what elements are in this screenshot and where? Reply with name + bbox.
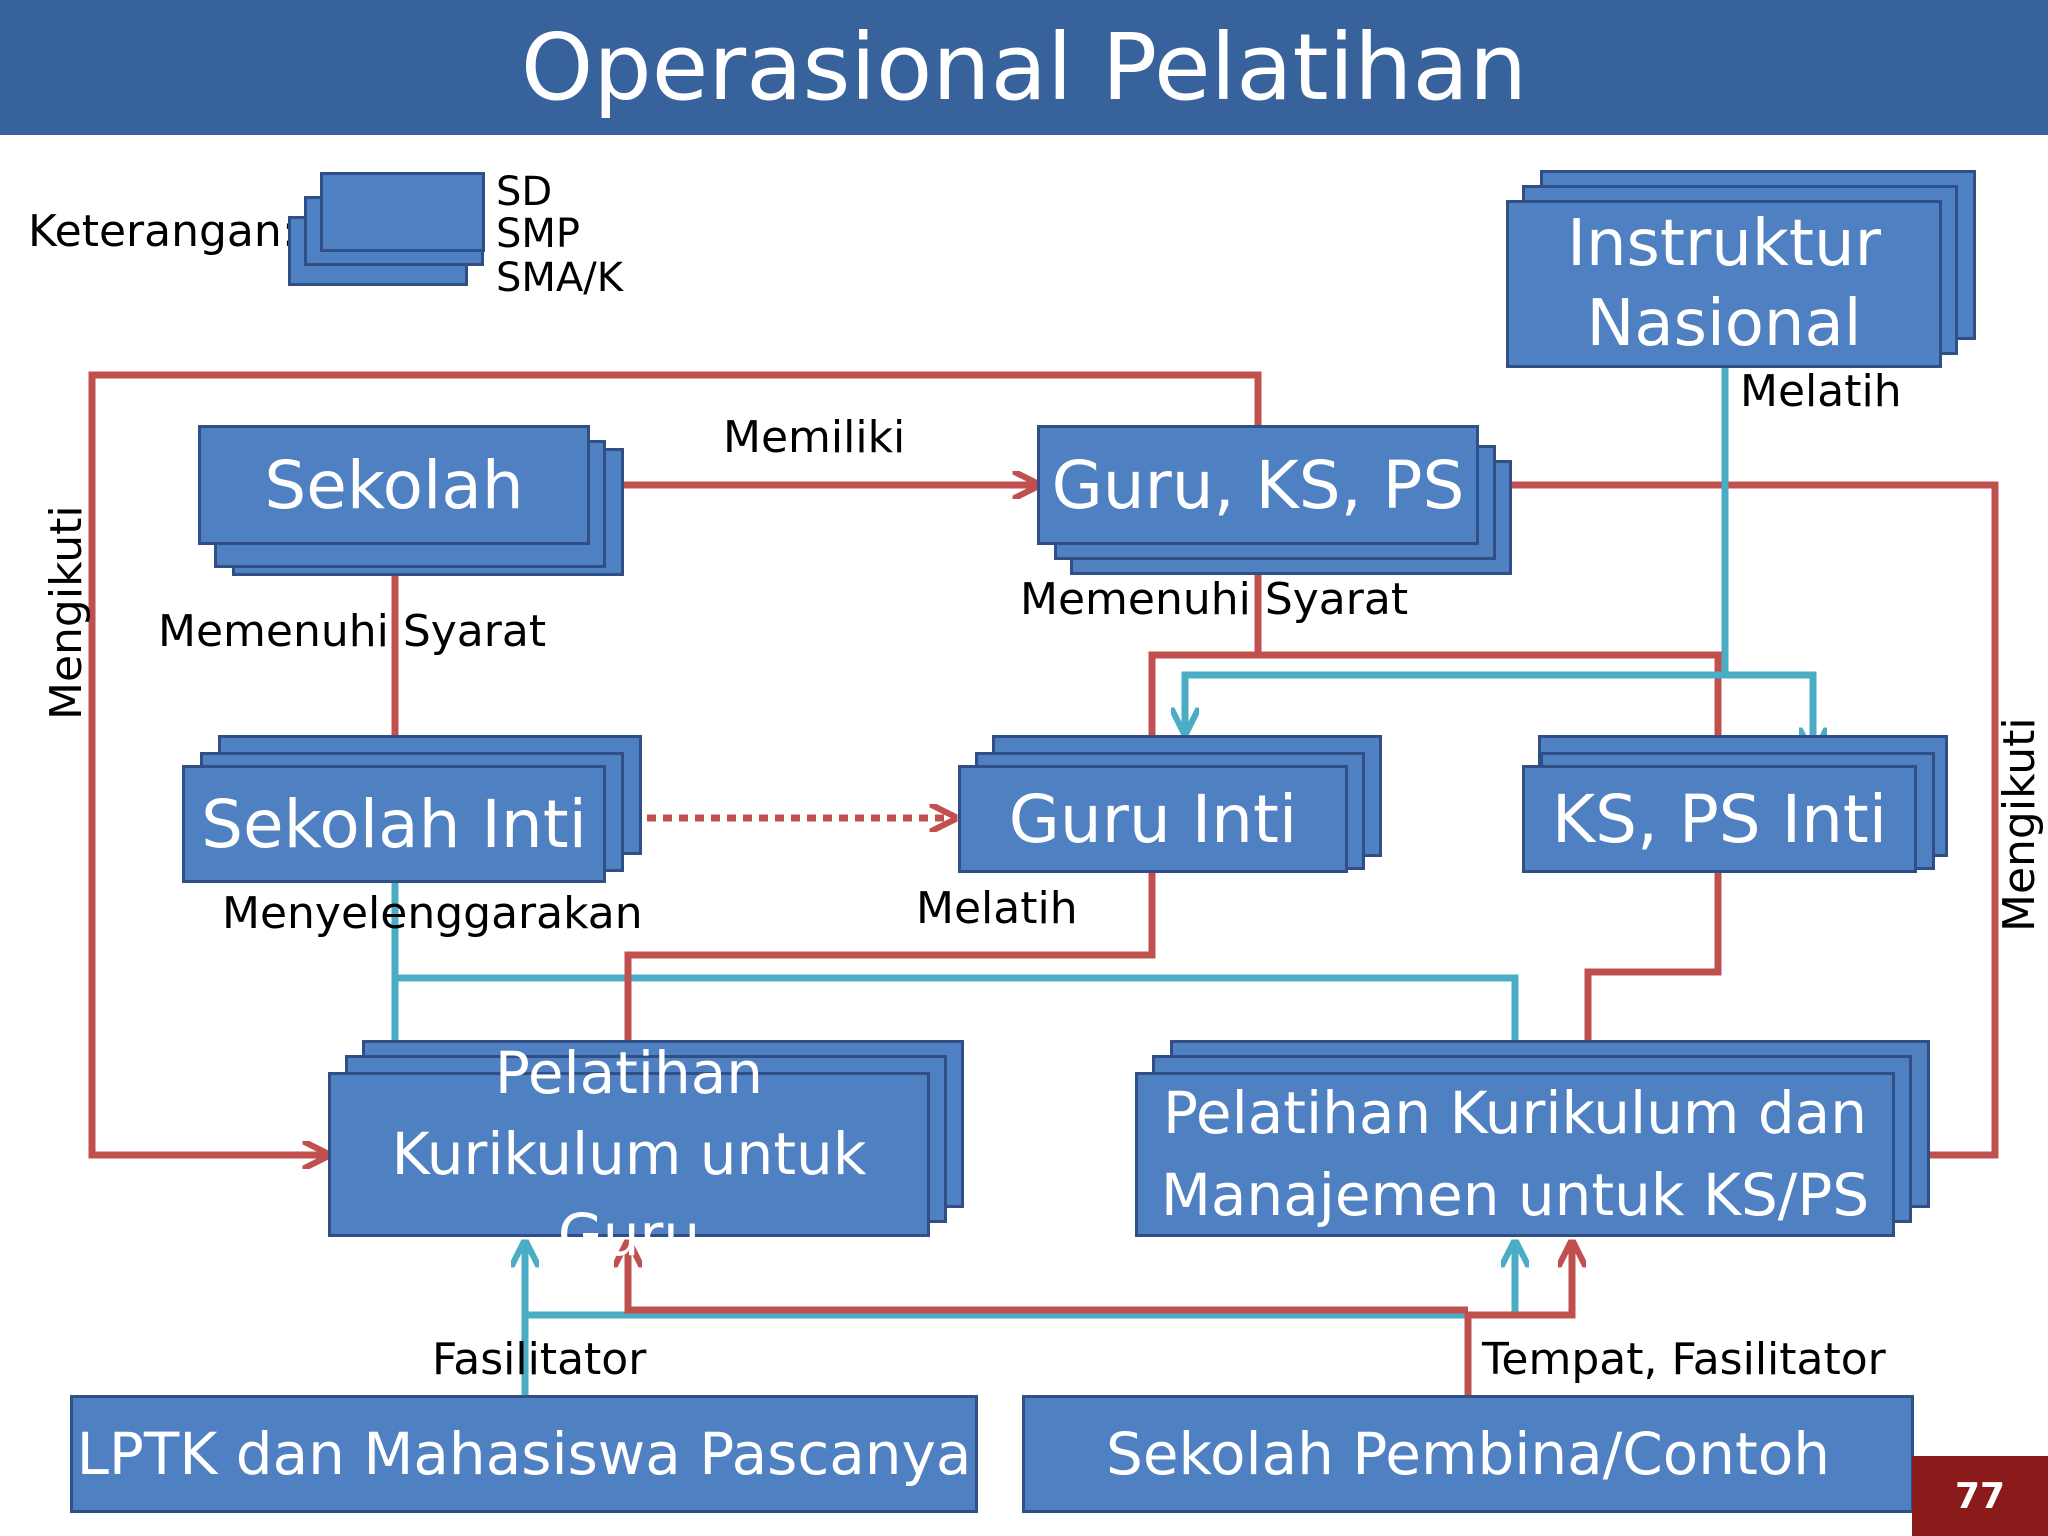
box-ks-ps-inti: KS, PS Inti bbox=[1522, 765, 1917, 873]
box-pelatihan-ksps: Pelatihan Kurikulum dan Manajemen untuk … bbox=[1135, 1072, 1895, 1237]
box-sekolah-pembina: Sekolah Pembina/Contoh bbox=[1022, 1395, 1914, 1513]
box-sekolah-label: Sekolah bbox=[264, 446, 524, 524]
box-sekolah-pembina-label: Sekolah Pembina/Contoh bbox=[1106, 1420, 1830, 1488]
arrow-instruktur-melatih-ksps bbox=[1725, 671, 1813, 750]
box-pelatihan-guru: Pelatihan Kurikulum untuk Guru bbox=[328, 1039, 930, 1269]
arrow-instruktur-melatih-guru bbox=[1185, 368, 1729, 730]
page-title: Operasional Pelatihan bbox=[520, 14, 1528, 121]
arrow-pembina-guru bbox=[628, 1245, 1468, 1314]
box-sekolah-inti: Sekolah Inti bbox=[182, 765, 606, 883]
arrow-mengikuti-right bbox=[1475, 481, 1999, 1155]
box-guru-inti: Guru Inti bbox=[958, 765, 1348, 873]
box-instruktur-label: Instruktur Nasional bbox=[1567, 207, 1881, 361]
label-mengikuti-right: Mengikuti bbox=[1994, 717, 2045, 932]
title-bar bbox=[0, 0, 2048, 135]
arrow-mengikuti-left bbox=[88, 371, 1262, 1155]
box-guru-ks-ps: Guru, KS, PS bbox=[1037, 425, 1479, 545]
legend-item-sd: SD bbox=[496, 169, 553, 215]
arrow-pembina-ksps bbox=[1464, 1245, 1572, 1395]
legend-box-1 bbox=[320, 172, 485, 252]
label-memenuhi-syarat-2: Memenuhi Syarat bbox=[1020, 574, 1409, 625]
box-guru-inti-label: Guru Inti bbox=[1008, 780, 1298, 858]
box-sekolah-inti-label: Sekolah Inti bbox=[201, 785, 587, 863]
box-instruktur-nasional: Instruktur Nasional bbox=[1506, 200, 1942, 368]
label-memenuhi-syarat-1: Memenuhi Syarat bbox=[158, 606, 547, 657]
label-tempat-fasilitator: Tempat, Fasilitator bbox=[1482, 1334, 1886, 1385]
box-sekolah: Sekolah bbox=[198, 425, 590, 545]
legend-label: Keterangan: bbox=[28, 206, 297, 257]
legend-item-smp: SMP bbox=[496, 211, 581, 257]
box-ks-ps-inti-label: KS, PS Inti bbox=[1551, 780, 1888, 858]
arrow-memenuhi-syarat-split bbox=[1152, 545, 1262, 762]
box-guru-ks-ps-label: Guru, KS, PS bbox=[1051, 446, 1465, 524]
label-memiliki: Memiliki bbox=[723, 412, 906, 463]
arrow-ksps-inti-to-pelatihan bbox=[1588, 872, 1722, 1072]
arrow-guru-inti-melatih bbox=[628, 872, 1156, 1072]
label-melatih-guru-inti: Melatih bbox=[916, 883, 1078, 934]
label-menyelenggarakan: Menyelenggarakan bbox=[222, 888, 643, 939]
label-melatih-instruktur: Melatih bbox=[1740, 366, 1902, 417]
label-fasilitator: Fasilitator bbox=[432, 1334, 647, 1385]
legend-item-smak: SMA/K bbox=[496, 255, 623, 301]
arrow-memenuhi-syarat-ksps bbox=[1258, 651, 1718, 762]
box-lptk: LPTK dan Mahasiswa Pascanya bbox=[70, 1395, 978, 1513]
page-number-badge: 77 bbox=[1912, 1456, 2048, 1536]
box-lptk-label: LPTK dan Mahasiswa Pascanya bbox=[76, 1420, 972, 1488]
box-pelatihan-guru-label: Pelatihan Kurikulum untuk Guru bbox=[391, 1038, 867, 1270]
label-mengikuti-left: Mengikuti bbox=[41, 505, 92, 720]
box-pelatihan-ksps-label: Pelatihan Kurikulum dan Manajemen untuk … bbox=[1160, 1079, 1870, 1229]
